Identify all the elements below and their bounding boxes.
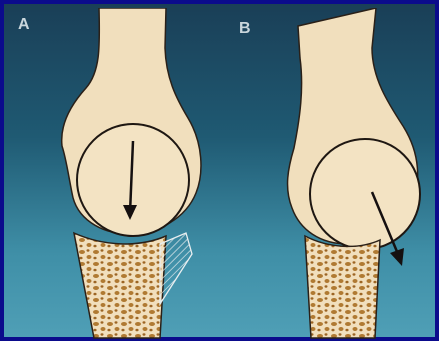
panel-b-condyle-circle — [310, 139, 420, 249]
panel-a-hatched-wedge — [160, 233, 192, 304]
panel-a — [62, 8, 201, 338]
panel-b-lower-bone — [305, 236, 380, 338]
panel-b-label: B — [239, 20, 251, 38]
panel-a-label: A — [18, 16, 30, 34]
panel-a-lower-bone — [74, 233, 166, 338]
panel-b — [288, 8, 420, 338]
panel-a-condyle-circle — [77, 124, 189, 236]
joint-diagram: A B — [8, 8, 439, 341]
joint-illustration — [8, 8, 439, 341]
